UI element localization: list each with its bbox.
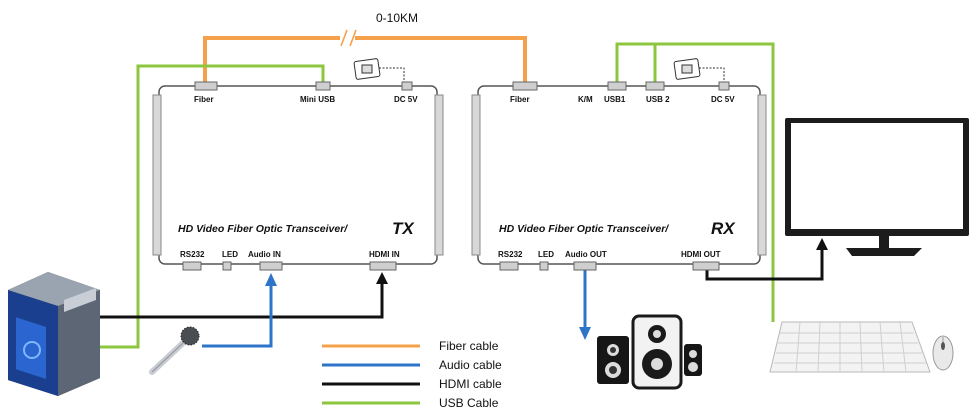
legend-label-audio: Audio cable — [439, 358, 502, 372]
rx-port-usb1: USB1 — [604, 95, 626, 104]
tx-port-led: LED — [222, 250, 238, 259]
power-adapter-icon — [353, 58, 405, 82]
rx-transceiver: Fiber K/M USB1 USB 2 DC 5V HD Video Fibe… — [471, 81, 767, 271]
tx-transceiver: Fiber Mini USB DC 5V HD Video Fiber Opti… — [152, 81, 444, 271]
legend: Fiber cable Audio cable HDMI cable USB C… — [322, 339, 502, 410]
rx-port-km: K/M — [578, 95, 593, 104]
monitor-icon — [785, 118, 969, 256]
audio-arrow-speakers — [579, 327, 591, 340]
audio-arrow-tx — [265, 273, 277, 286]
tx-suffix: TX — [392, 219, 415, 238]
hdmi-arrow-monitor — [816, 238, 828, 250]
fiber-break-mark — [340, 29, 357, 47]
legend-label-hdmi: HDMI cable — [439, 377, 502, 391]
rx-port-dc: DC 5V — [711, 95, 735, 104]
rx-port-audio-out: Audio OUT — [565, 250, 607, 259]
legend-label-usb: USB Cable — [439, 396, 499, 410]
tx-port-mini-usb: Mini USB — [300, 95, 335, 104]
tx-port-dc: DC 5V — [394, 95, 418, 104]
rx-port-fiber: Fiber — [510, 95, 530, 104]
speakers-icon — [597, 314, 702, 390]
rx-port-rs232: RS232 — [498, 250, 523, 259]
rx-title: HD Video Fiber Optic Transceiver/ — [499, 223, 669, 235]
keyboard-icon — [769, 321, 931, 373]
hdmi-arrow-tx — [376, 272, 388, 284]
rx-port-usb2: USB 2 — [646, 95, 670, 104]
tx-port-fiber: Fiber — [194, 95, 214, 104]
audio-cable-route — [202, 266, 587, 348]
tx-port-audio-in: Audio IN — [248, 250, 281, 259]
tx-port-rs232: RS232 — [180, 250, 205, 259]
distance-label: 0-10KM — [376, 11, 418, 25]
rx-port-hdmi-out: HDMI OUT — [681, 250, 721, 259]
mouse-icon — [932, 335, 954, 371]
usb-cable-route — [100, 42, 775, 349]
tx-title: HD Video Fiber Optic Transceiver/ — [178, 223, 348, 235]
fiber-cable-route — [203, 36, 527, 84]
tx-port-hdmi-in: HDMI IN — [369, 250, 400, 259]
rx-suffix: RX — [711, 219, 736, 238]
rx-port-led: LED — [538, 250, 554, 259]
microphone-icon — [149, 326, 200, 375]
computer-tower-icon — [8, 272, 100, 396]
power-adapter-icon — [673, 58, 725, 82]
legend-label-fiber: Fiber cable — [439, 339, 499, 353]
hdmi-cable-route — [100, 248, 824, 319]
